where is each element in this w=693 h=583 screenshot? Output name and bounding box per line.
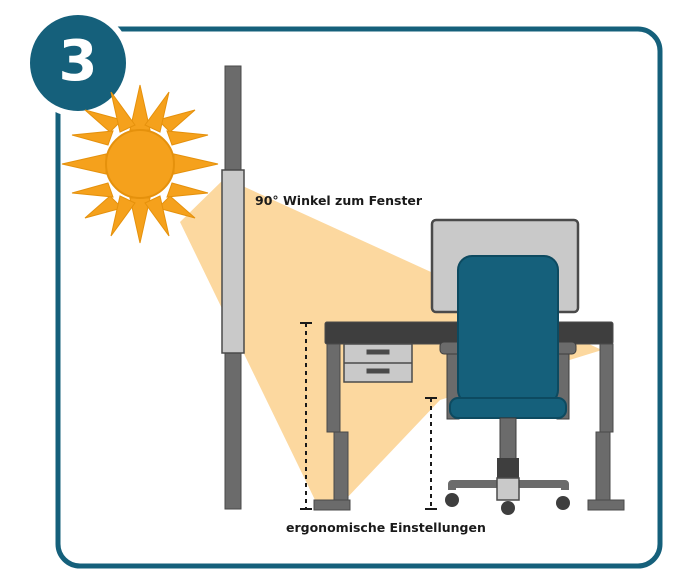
office-chair-icon (439, 255, 577, 515)
step-number: 3 (58, 29, 98, 94)
height-indicator-icon (300, 322, 437, 510)
step-badge (24, 9, 132, 117)
window-icon (221, 169, 245, 354)
sun-icon (61, 84, 219, 244)
window-angle-label: 90° Winkel zum Fenster (255, 193, 423, 208)
ergonomics-label: ergonomische Einstellungen (286, 520, 486, 535)
